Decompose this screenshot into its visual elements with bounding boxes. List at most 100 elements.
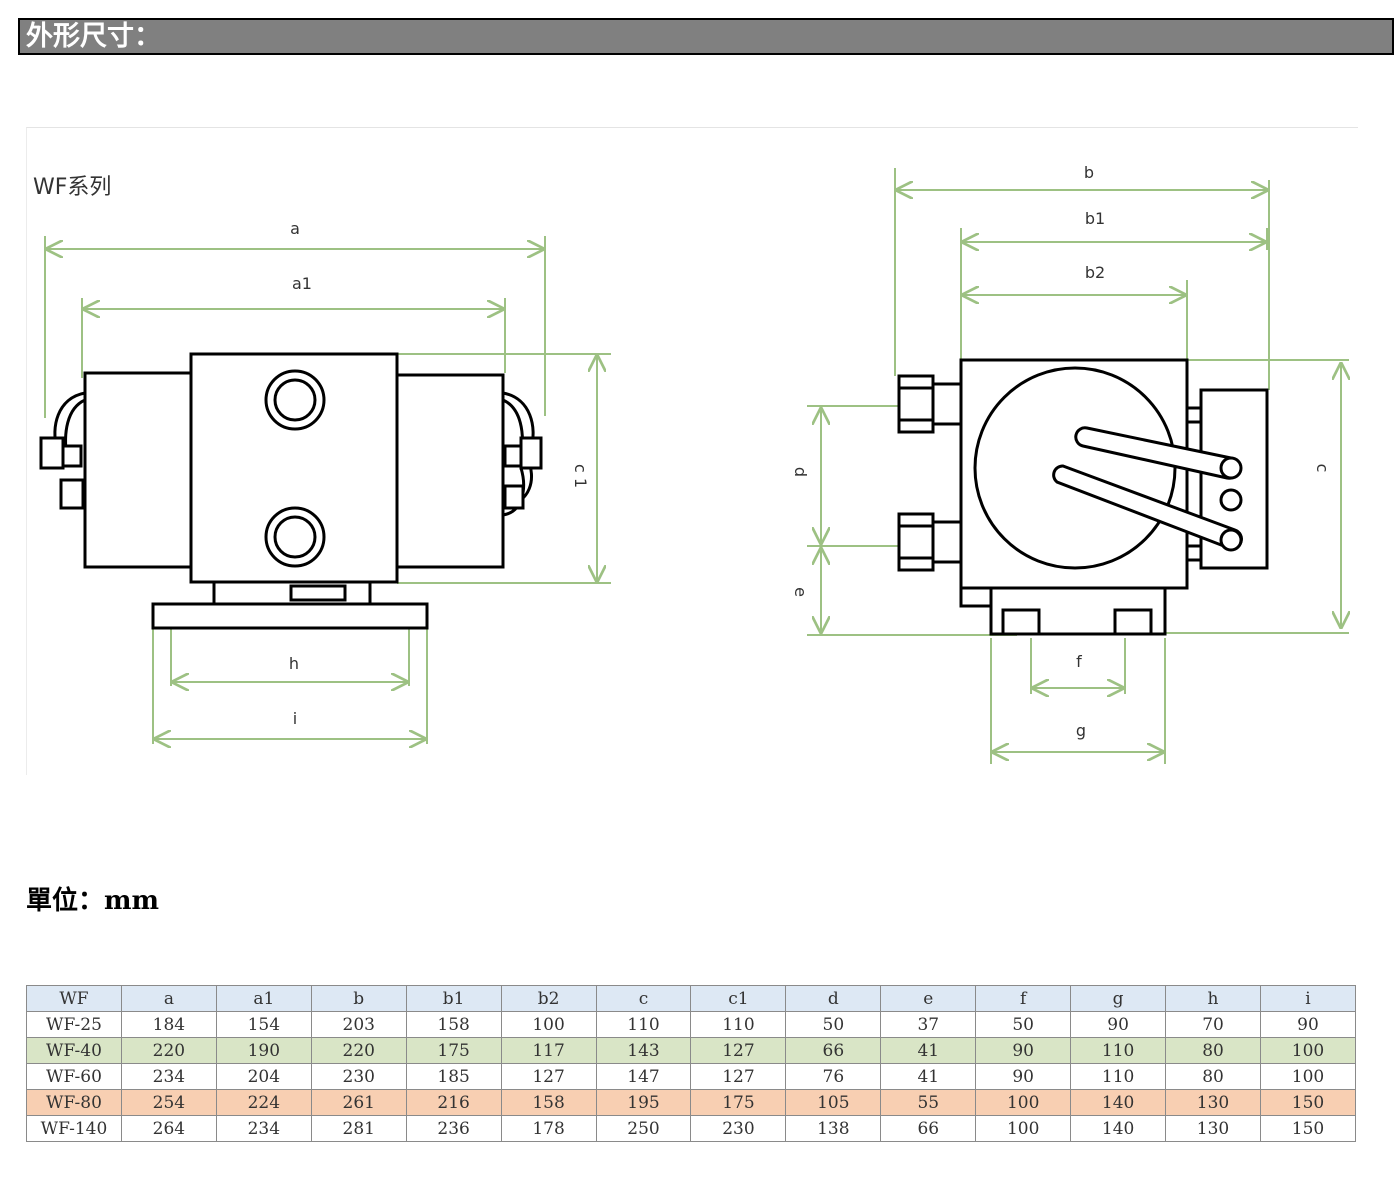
model-cell: WF-60: [26, 1063, 122, 1090]
table-cell: 220: [310, 1037, 407, 1064]
column-header: d: [785, 985, 882, 1012]
model-cell: WF-25: [26, 1011, 122, 1038]
table-cell: 41: [880, 1037, 977, 1064]
series-title: WF系列: [33, 175, 111, 200]
label-a: a: [290, 219, 300, 238]
table-cell: 110: [1070, 1037, 1167, 1064]
table-cell: 140: [1070, 1115, 1167, 1142]
table-cell: 154: [215, 1011, 312, 1038]
table-cell: 281: [310, 1115, 407, 1142]
section-title-bar: 外形尺寸：: [18, 18, 1394, 55]
table-cell: 158: [500, 1089, 597, 1116]
table-cell: 80: [1165, 1037, 1261, 1064]
table-cell: 175: [690, 1089, 787, 1116]
unit-label: 單位：mm: [26, 886, 160, 916]
table-cell: 55: [880, 1089, 977, 1116]
column-header: e: [880, 985, 977, 1012]
table-cell: 140: [1070, 1089, 1167, 1116]
table-cell: 127: [690, 1037, 787, 1064]
column-header: c: [595, 985, 692, 1012]
table-cell: 127: [690, 1063, 787, 1090]
table-cell: 70: [1165, 1011, 1261, 1038]
table-cell: 220: [120, 1037, 217, 1064]
table-cell: 147: [595, 1063, 692, 1090]
table-cell: 150: [1259, 1115, 1357, 1142]
table-cell: 234: [215, 1115, 312, 1142]
column-header: b: [310, 985, 407, 1012]
label-a1: a1: [292, 274, 312, 293]
label-e: e: [791, 587, 810, 597]
table-cell: 80: [1165, 1063, 1261, 1090]
label-i: i: [293, 709, 297, 728]
table-cell: 110: [595, 1011, 692, 1038]
table-cell: 37: [880, 1011, 977, 1038]
table-cell: 130: [1165, 1115, 1261, 1142]
front-view: a a1 c 1 h i: [39, 219, 611, 744]
column-header: a1: [215, 985, 312, 1012]
model-cell: WF-40: [26, 1037, 122, 1064]
table-cell: 203: [310, 1011, 407, 1038]
table-cell: 90: [975, 1037, 1072, 1064]
column-header: b1: [405, 985, 502, 1012]
table-cell: 100: [975, 1115, 1072, 1142]
table-cell: 90: [1259, 1011, 1357, 1038]
table-cell: 66: [785, 1037, 882, 1064]
table-cell: 130: [1165, 1089, 1261, 1116]
dimension-diagram: WF系列: [26, 127, 1358, 775]
label-h: h: [289, 654, 299, 673]
table-cell: 110: [1070, 1063, 1167, 1090]
column-header: a: [120, 985, 217, 1012]
table-cell: 230: [310, 1063, 407, 1090]
table-cell: 204: [215, 1063, 312, 1090]
table-cell: 195: [595, 1089, 692, 1116]
section-title: 外形尺寸：: [26, 21, 161, 52]
table-cell: 143: [595, 1037, 692, 1064]
side-view: b b1 b2 c d e f g: [791, 163, 1349, 764]
table-cell: 175: [405, 1037, 502, 1064]
table-cell: 50: [975, 1011, 1072, 1038]
column-header: i: [1259, 985, 1357, 1012]
label-f: f: [1076, 652, 1082, 671]
table-cell: 127: [500, 1063, 597, 1090]
table-cell: 41: [880, 1063, 977, 1090]
table-cell: 100: [975, 1089, 1072, 1116]
table-cell: 236: [405, 1115, 502, 1142]
table-cell: 138: [785, 1115, 882, 1142]
label-b2: b2: [1085, 263, 1105, 282]
label-g: g: [1076, 721, 1086, 740]
table-cell: 105: [785, 1089, 882, 1116]
table-cell: 100: [1259, 1063, 1357, 1090]
label-c: c: [1313, 464, 1332, 473]
table-cell: 90: [975, 1063, 1072, 1090]
table-cell: 66: [880, 1115, 977, 1142]
column-header: c1: [690, 985, 787, 1012]
model-cell: WF-140: [26, 1115, 122, 1142]
table-cell: 250: [595, 1115, 692, 1142]
table-cell: 76: [785, 1063, 882, 1090]
dimension-drawing: WF系列: [33, 163, 1359, 764]
table-cell: 234: [120, 1063, 217, 1090]
label-b: b: [1084, 163, 1094, 182]
table-cell: 264: [120, 1115, 217, 1142]
table-cell: 90: [1070, 1011, 1167, 1038]
table-cell: 230: [690, 1115, 787, 1142]
table-cell: 178: [500, 1115, 597, 1142]
table-cell: 117: [500, 1037, 597, 1064]
column-header: f: [975, 985, 1072, 1012]
label-d: d: [791, 467, 810, 477]
table-cell: 150: [1259, 1089, 1357, 1116]
table-cell: 50: [785, 1011, 882, 1038]
label-c1: c 1: [571, 464, 590, 488]
table-cell: 110: [690, 1011, 787, 1038]
table-cell: 158: [405, 1011, 502, 1038]
table-cell: 261: [310, 1089, 407, 1116]
table-cell: 224: [215, 1089, 312, 1116]
